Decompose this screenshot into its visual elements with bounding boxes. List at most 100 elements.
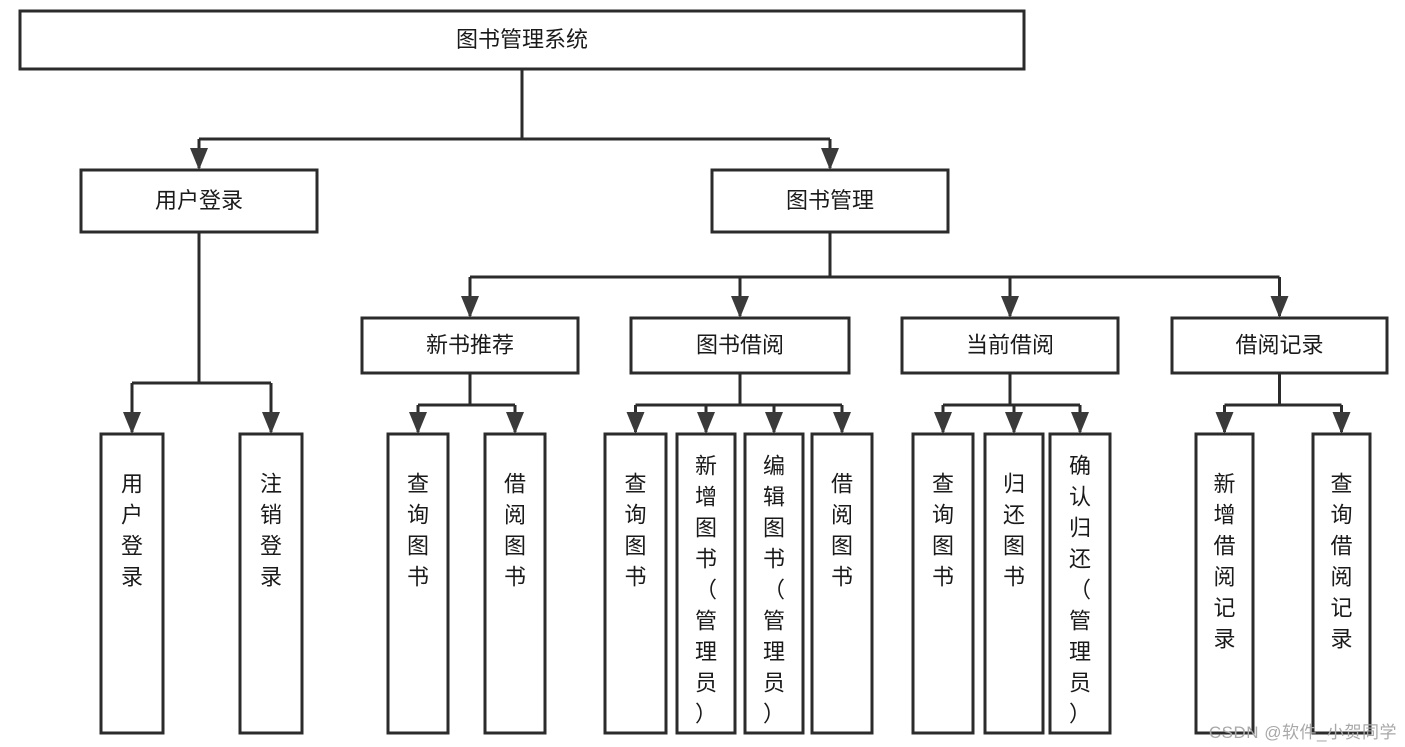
node-borrow-record-rect [1170, 316, 1389, 375]
node-current-borrow-rect [900, 316, 1120, 375]
arrow-down-icon [697, 412, 715, 434]
node-leaf-edit-book-admin-label-char: （ [763, 577, 785, 602]
node-leaf-add-book-admin-label-char: ） [695, 701, 717, 726]
node-new-book-recommend[interactable]: 新书推荐 [360, 316, 580, 375]
node-current-borrow-label: 当前借阅 [966, 332, 1054, 357]
node-borrow-record[interactable]: 借阅记录 [1170, 316, 1389, 375]
arrow-down-icon [1001, 296, 1019, 318]
node-book-manage-label: 图书管理 [786, 188, 874, 213]
node-leaf-user-login-label-char: 户 [121, 502, 143, 527]
node-leaf-confirm-return-admin-label-char: 认 [1069, 484, 1091, 509]
node-book-borrow-label: 图书借阅 [696, 332, 784, 357]
node-leaf-add-borrow-record-label-char: 记 [1213, 595, 1235, 620]
node-user-login[interactable]: 用户登录 [79, 168, 319, 234]
node-user-login-rect [79, 168, 319, 234]
node-leaf-user-login-label-char: 录 [121, 564, 143, 589]
node-leaf-edit-book-admin-label-char: 辑 [763, 484, 785, 509]
node-leaf-add-book-admin-label-char: 书 [695, 546, 717, 571]
node-leaf-query-book-3-label-char: 书 [932, 564, 954, 589]
node-leaf-borrow-book-2-label-char: 借 [831, 471, 853, 496]
node-leaf-add-book-admin-rect [675, 432, 737, 735]
node-leaf-borrow-book-2-label-char: 书 [831, 564, 853, 589]
node-leaf-add-book-admin-label-char: 图 [695, 515, 717, 540]
node-leaf-add-book-admin-label-char: 增 [695, 484, 717, 509]
node-leaf-edit-book-admin-label-char: 书 [763, 546, 785, 571]
node-leaf-return-book-label-char: 归 [1003, 471, 1025, 496]
node-leaf-return-book-label-char: 书 [1003, 564, 1025, 589]
node-leaf-query-book-3-rect [911, 432, 975, 735]
node-leaf-query-borrow-record-rect [1311, 432, 1372, 735]
node-leaf-query-book-1-label-char: 查 [407, 471, 429, 496]
node-user-login-label: 用户登录 [155, 188, 243, 213]
node-title-rect [18, 9, 1026, 71]
node-new-book-recommend-rect [360, 316, 580, 375]
arrow-down-icon [123, 412, 141, 434]
node-leaf-borrow-book-1-label-char: 书 [504, 564, 526, 589]
node-leaf-confirm-return-admin-label-char: ） [1069, 701, 1091, 726]
node-leaf-query-book-1-label-char: 询 [407, 502, 429, 527]
arrow-down-icon [934, 412, 952, 434]
node-leaf-query-book-2-label-char: 书 [624, 564, 646, 589]
arrow-down-icon [262, 412, 280, 434]
boxes-layer: 图书管理系统用户登录图书管理新书推荐图书借阅当前借阅借阅记录用户登录注销登录查询… [18, 9, 1389, 735]
node-leaf-logout-login-label-char: 录 [260, 564, 282, 589]
node-leaf-user-login-rect [99, 432, 165, 735]
node-leaf-return-book-label-char: 还 [1003, 502, 1025, 527]
node-leaf-borrow-book-1-label-char: 图 [504, 533, 526, 558]
node-leaf-add-borrow-record-label-char: 增 [1213, 502, 1235, 527]
arrow-down-icon [409, 412, 427, 434]
node-leaf-edit-book-admin-label-char: 编 [763, 453, 785, 478]
node-leaf-query-book-2-rect [603, 432, 668, 735]
node-leaf-borrow-book-2-rect [810, 432, 874, 735]
node-leaf-add-borrow-record-label-char: 录 [1213, 626, 1235, 651]
node-leaf-confirm-return-admin-label-char: 理 [1069, 639, 1091, 664]
node-book-manage[interactable]: 图书管理 [710, 168, 950, 234]
node-leaf-add-borrow-record-rect [1194, 432, 1255, 735]
node-leaf-add-borrow-record-label-char: 阅 [1213, 564, 1235, 589]
node-book-borrow-rect [629, 316, 851, 375]
node-leaf-query-book-3-label-char: 询 [932, 502, 954, 527]
arrow-down-icon [461, 296, 479, 318]
node-leaf-edit-book-admin-label-char: 管 [763, 608, 785, 633]
node-leaf-add-book-admin-label-char: 管 [695, 608, 717, 633]
arrow-down-icon [1071, 412, 1089, 434]
node-leaf-query-book-2-label-char: 查 [624, 471, 646, 496]
node-leaf-confirm-return-admin-label-char: 员 [1069, 670, 1091, 695]
node-leaf-edit-book-admin-label-char: 理 [763, 639, 785, 664]
node-leaf-logout-login-label-char: 注 [260, 471, 282, 496]
node-leaf-user-login[interactable]: 用户登录 [99, 432, 165, 735]
node-leaf-query-book-3-label-char: 图 [932, 533, 954, 558]
node-leaf-query-book-2-label-char: 图 [624, 533, 646, 558]
arrow-down-icon [833, 412, 851, 434]
arrow-down-icon [506, 412, 524, 434]
node-leaf-add-book-admin-label-char: 员 [695, 670, 717, 695]
connectors-layer [123, 69, 1351, 434]
arrow-down-icon [626, 412, 645, 434]
node-leaf-confirm-return-admin-label-char: 归 [1069, 515, 1091, 540]
node-leaf-query-book-1-rect [386, 432, 450, 735]
arrow-down-icon [1005, 412, 1023, 434]
node-leaf-logout-login-label-char: 登 [260, 533, 282, 558]
node-leaf-add-book-admin-label-char: （ [695, 577, 717, 602]
arrow-down-icon [1332, 412, 1351, 434]
node-title[interactable]: 图书管理系统 [18, 9, 1026, 71]
node-leaf-query-borrow-record-label-char: 录 [1330, 626, 1352, 651]
node-current-borrow[interactable]: 当前借阅 [900, 316, 1120, 375]
arrow-down-icon [1270, 296, 1289, 318]
node-book-manage-rect [710, 168, 950, 234]
node-leaf-borrow-book-1-label-char: 阅 [504, 502, 526, 527]
node-book-borrow[interactable]: 图书借阅 [629, 316, 851, 375]
node-leaf-return-book-rect [983, 432, 1045, 735]
